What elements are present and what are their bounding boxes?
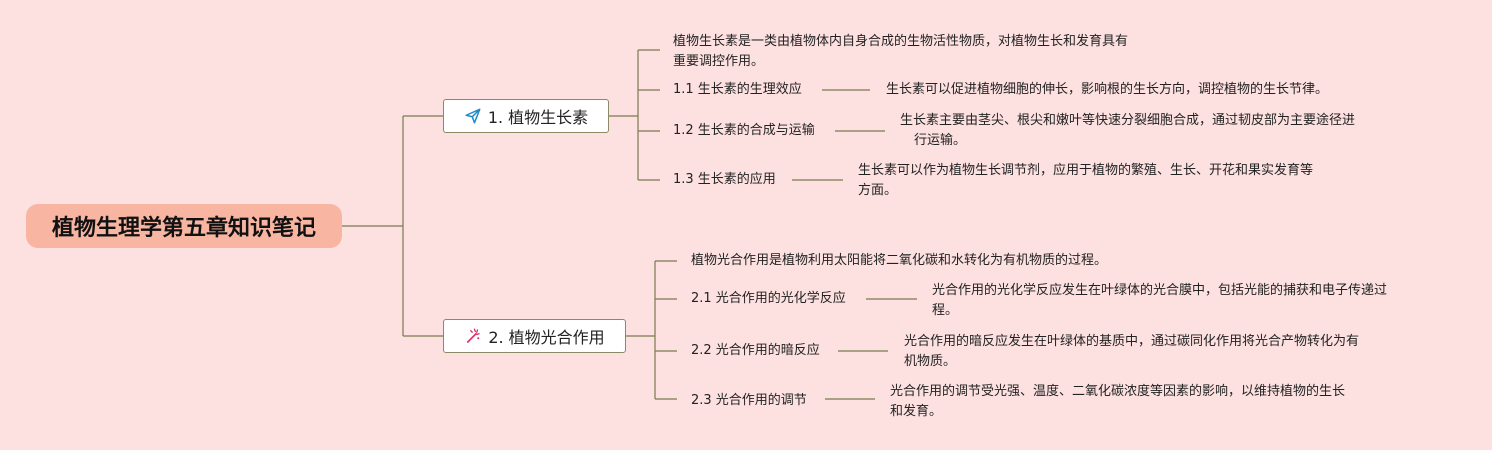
subtopic-detail: 和发育。 bbox=[890, 404, 943, 419]
subtopic-label[interactable]: 2.1 光合作用的光化学反应 bbox=[691, 291, 846, 306]
branch-topic-photosynthesis[interactable]: 2. 植物光合作用 bbox=[443, 319, 626, 353]
root-topic[interactable]: 植物生理学第五章知识笔记 bbox=[26, 204, 342, 248]
branch-label: 2. 植物光合作用 bbox=[488, 328, 605, 347]
magic-wand-icon bbox=[464, 327, 482, 345]
branch-label: 1. 植物生长素 bbox=[487, 108, 589, 127]
branch-topic-auxin[interactable]: 1. 植物生长素 bbox=[443, 99, 609, 133]
subtopic-detail: 机物质。 bbox=[904, 354, 957, 369]
branch-intro-line: 植物光合作用是植物利用太阳能将二氧化碳和水转化为有机物质的过程。 bbox=[691, 253, 1108, 268]
subtopic-detail: 光合作用的调节受光强、温度、二氧化碳浓度等因素的影响，以维持植物的生长 bbox=[890, 384, 1346, 399]
subtopic-label[interactable]: 2.3 光合作用的调节 bbox=[691, 393, 807, 408]
subtopic-detail: 方面。 bbox=[858, 183, 898, 198]
branch-intro-line: 植物生长素是一类由植物体内自身合成的生物活性物质，对植物生长和发育具有 bbox=[673, 34, 1129, 49]
subtopic-label[interactable]: 1.3 生长素的应用 bbox=[673, 172, 776, 187]
subtopic-detail: 光合作用的光化学反应发生在叶绿体的光合膜中，包括光能的捕获和电子传递过 bbox=[932, 283, 1388, 298]
root-title: 植物生理学第五章知识笔记 bbox=[51, 216, 316, 241]
subtopic-detail: 光合作用的暗反应发生在叶绿体的基质中，通过碳同化作用将光合产物转化为有 bbox=[904, 334, 1360, 349]
subtopic-detail: 程。 bbox=[932, 303, 959, 318]
subtopic-label[interactable]: 1.2 生长素的合成与运输 bbox=[673, 123, 815, 138]
subtopic-detail: 生长素主要由茎尖、根尖和嫩叶等快速分裂细胞合成，通过韧皮部为主要途径进 bbox=[900, 113, 1356, 128]
subtopic-detail: 行运输。 bbox=[914, 133, 967, 148]
subtopic-detail: 生长素可以作为植物生长调节剂，应用于植物的繁殖、生长、开花和果实发育等 bbox=[858, 163, 1314, 178]
subtopic-label[interactable]: 1.1 生长素的生理效应 bbox=[673, 82, 802, 97]
subtopic-label[interactable]: 2.2 光合作用的暗反应 bbox=[691, 343, 820, 358]
branch-intro-line: 重要调控作用。 bbox=[673, 54, 765, 69]
subtopic-detail: 生长素可以促进植物细胞的伸长，影响根的生长方向，调控植物的生长节律。 bbox=[886, 82, 1329, 97]
paper-plane-icon bbox=[464, 107, 482, 125]
